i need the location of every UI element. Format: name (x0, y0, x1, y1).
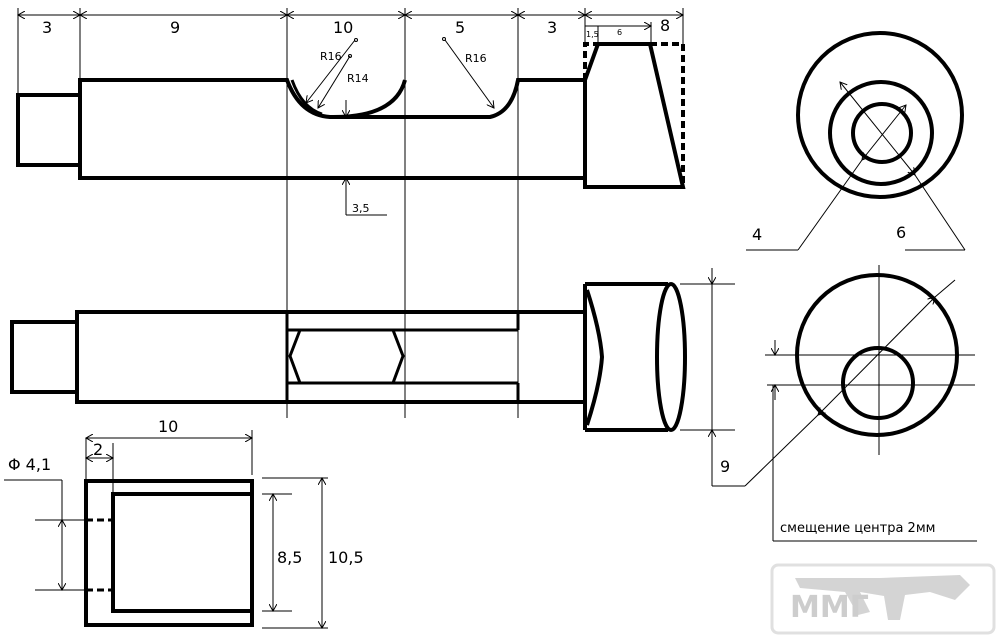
length-label: 10 (158, 417, 178, 436)
dim-label: 3 (42, 18, 52, 37)
end-view-top: 4 6 (746, 31, 966, 251)
diameter-label: 4 (752, 225, 762, 244)
radius-label: R16 (465, 52, 487, 65)
offset-note: смещение центра 2мм (780, 521, 935, 536)
dim-label: 3 (547, 18, 557, 37)
diameter-label: 6 (896, 223, 906, 242)
top-dimension-chain: 3 9 10 5 3 8 1,5 6 (18, 15, 683, 44)
watermark-text: ММГ (790, 590, 869, 625)
dim-label: 9 (170, 18, 180, 37)
height-label: 9 (720, 457, 730, 476)
dim-label: 5 (455, 18, 465, 37)
dim-label: 8 (660, 16, 670, 35)
sleeve-view: 10 2 Φ 4,1 8,5 10,5 (4, 417, 364, 628)
radius-label: R14 (347, 72, 369, 85)
hole-label: Φ 4,1 (8, 455, 51, 474)
wall-label: 2 (93, 440, 103, 459)
dim-label: 10 (333, 18, 353, 37)
outer-label: 10,5 (328, 548, 364, 567)
side-view: 9 (10, 268, 745, 487)
radius-label: R16 (320, 50, 342, 63)
dim-label: 6 (617, 28, 622, 37)
inner-label: 8,5 (277, 548, 302, 567)
end-view-bottom: смещение центра 2мм (744, 265, 977, 542)
top-view: R16 R14 R16 3,5 (16, 37, 686, 216)
watermark-logo: ММГ (770, 563, 996, 635)
dim-label: 1,5 (586, 30, 599, 39)
depth-label: 3,5 (352, 202, 370, 215)
